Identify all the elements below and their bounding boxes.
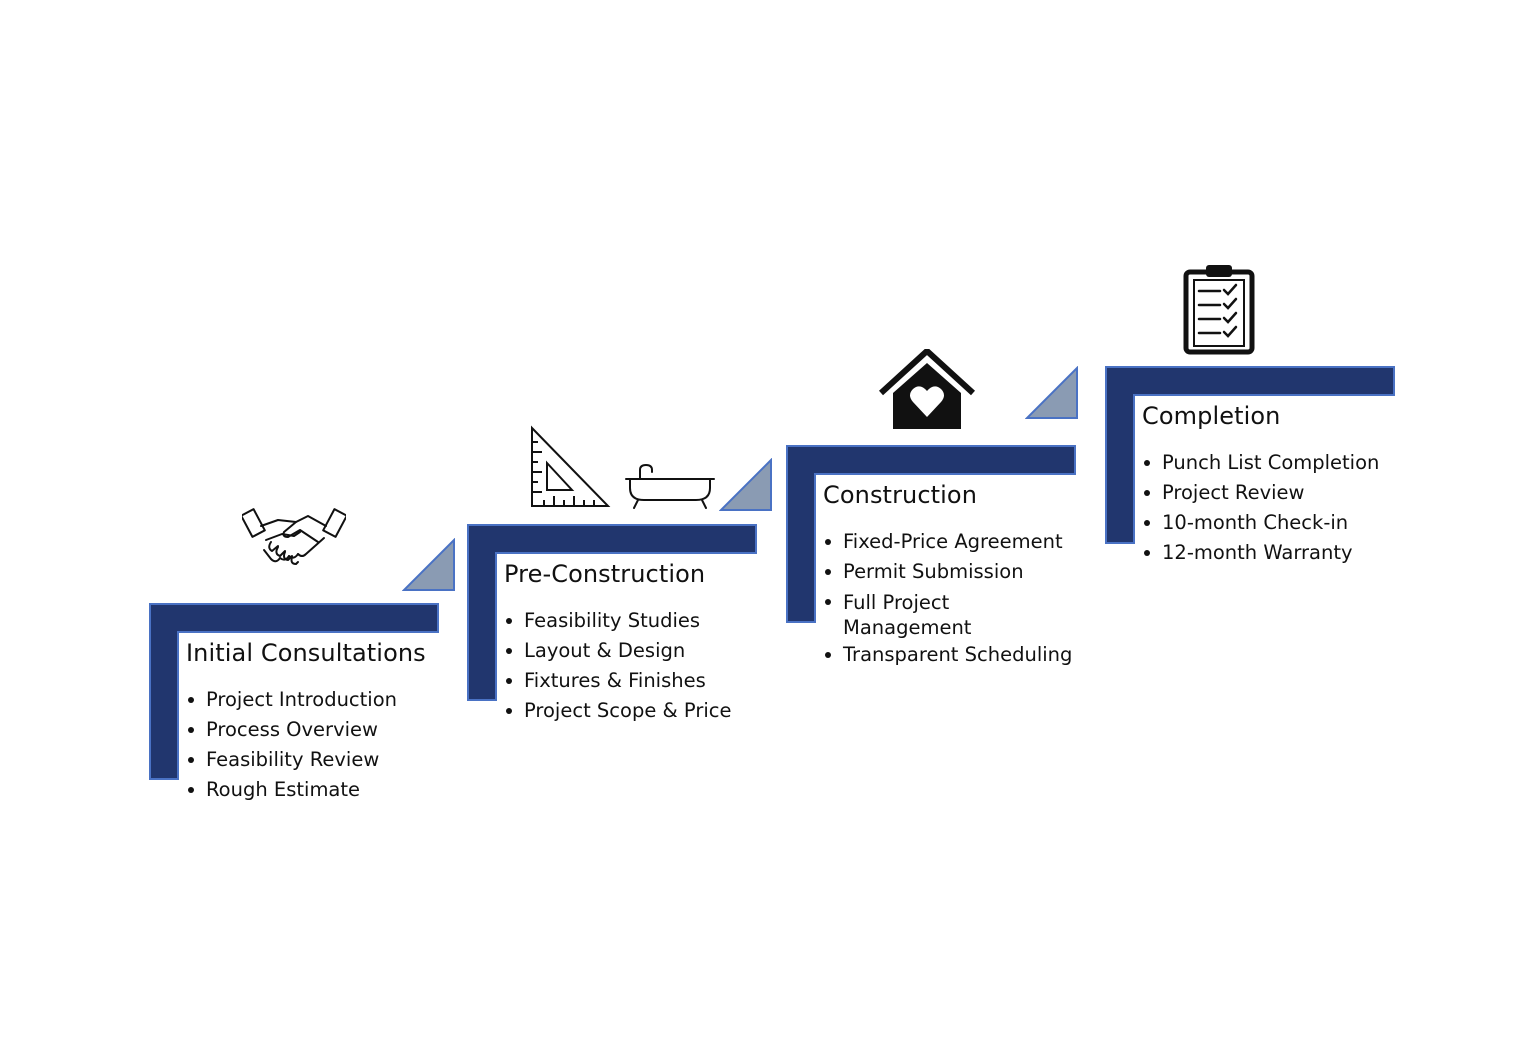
list-item: Project Introduction [186,685,397,715]
step-item-list: Project Introduction Process Overview Fe… [186,685,397,805]
step-item-list: Punch List Completion Project Review 10-… [1142,448,1379,568]
list-item: Feasibility Studies [504,606,732,636]
list-item: 12-month Warranty [1142,538,1379,568]
list-item: Fixed-Price Agreement [823,527,1072,557]
step-bar-horizontal [149,603,439,633]
list-item: Transparent Scheduling [823,640,1072,670]
list-item: Fixtures & Finishes [504,666,732,696]
connector-triangle [1025,366,1078,419]
step-item-list: Fixed-Price Agreement Permit Submission … [823,527,1072,670]
list-item: Layout & Design [504,636,732,666]
list-item: Feasibility Review [186,745,397,775]
clipboard-checklist-icon [1183,265,1255,355]
step-title: Pre-Construction [504,560,706,588]
step-title: Construction [823,481,978,509]
bathtub-icon [625,463,715,509]
list-item: Project Review [1142,478,1379,508]
step-bar-horizontal [1105,366,1395,396]
step-bar-horizontal [467,524,757,554]
list-item: Rough Estimate [186,775,397,805]
list-item: Punch List Completion [1142,448,1379,478]
connector-triangle [402,538,455,591]
list-item: 10-month Check-in [1142,508,1379,538]
handshake-icon [242,508,346,565]
list-item: Process Overview [186,715,397,745]
step-title: Initial Consultations [186,639,426,667]
list-item: Project Scope & Price [504,696,732,726]
step-bar-horizontal [786,445,1076,475]
step-title: Completion [1142,402,1281,430]
list-item: Full Project Management [823,587,1072,640]
connector-triangle [719,458,772,511]
step-item-list: Feasibility Studies Layout & Design Fixt… [504,606,732,726]
set-square-icon [531,425,611,507]
house-heart-icon [879,349,975,429]
list-item: Permit Submission [823,557,1072,587]
